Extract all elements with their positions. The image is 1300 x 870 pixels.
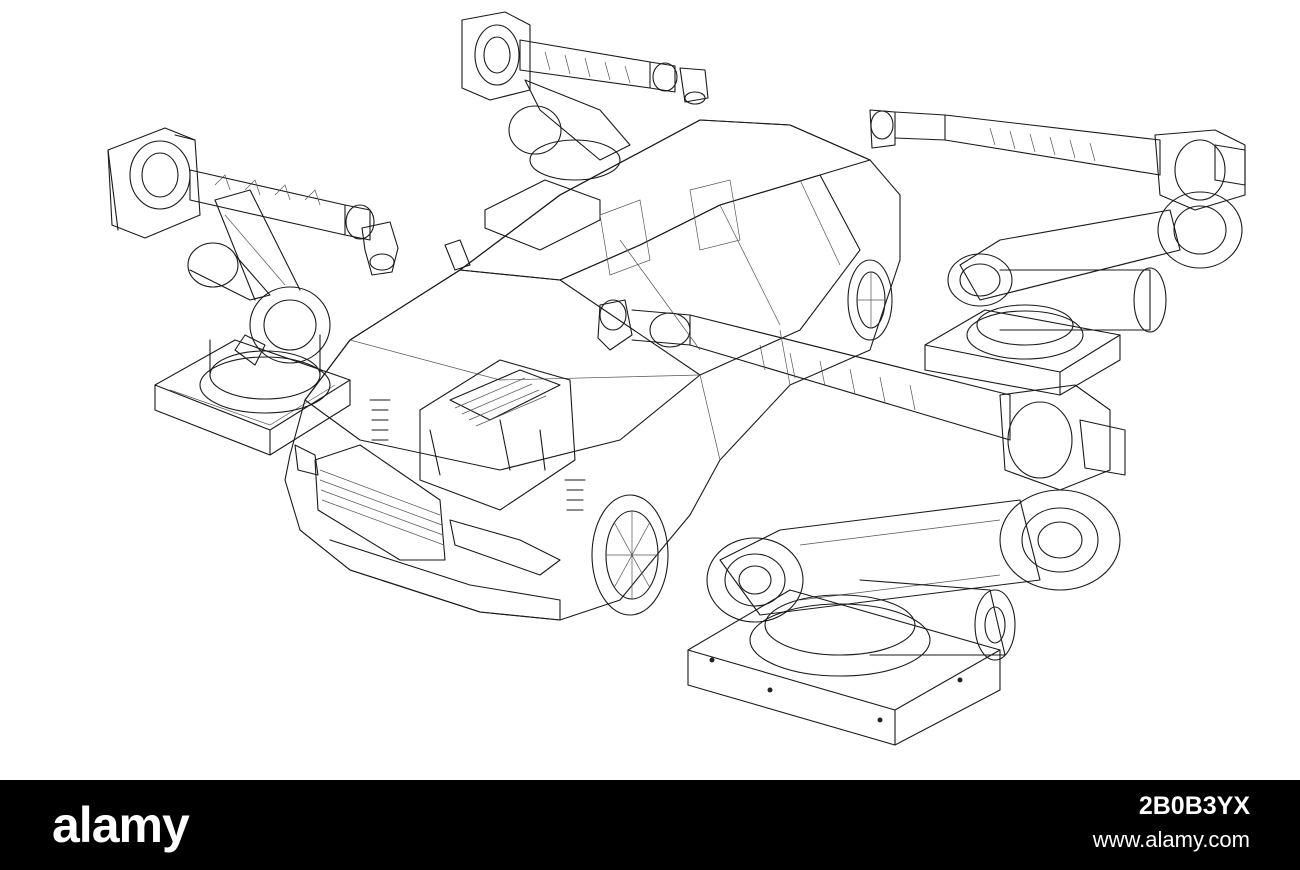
brand-logo: alamy [52, 797, 190, 853]
site-url: www.alamy.com [1092, 827, 1250, 852]
robot-arm-top-center [461, 11, 709, 251]
watermark-banner: alamy 2B0B3YX www.alamy.com [0, 780, 1300, 870]
wireframe-illustration [107, 11, 1246, 746]
wireframe-car [284, 119, 901, 621]
image-id: 2B0B3YX [1138, 792, 1250, 820]
robot-arm-bottom-right [597, 299, 1126, 746]
robot-arm-top-left [107, 127, 399, 456]
robot-arm-right [869, 109, 1246, 396]
